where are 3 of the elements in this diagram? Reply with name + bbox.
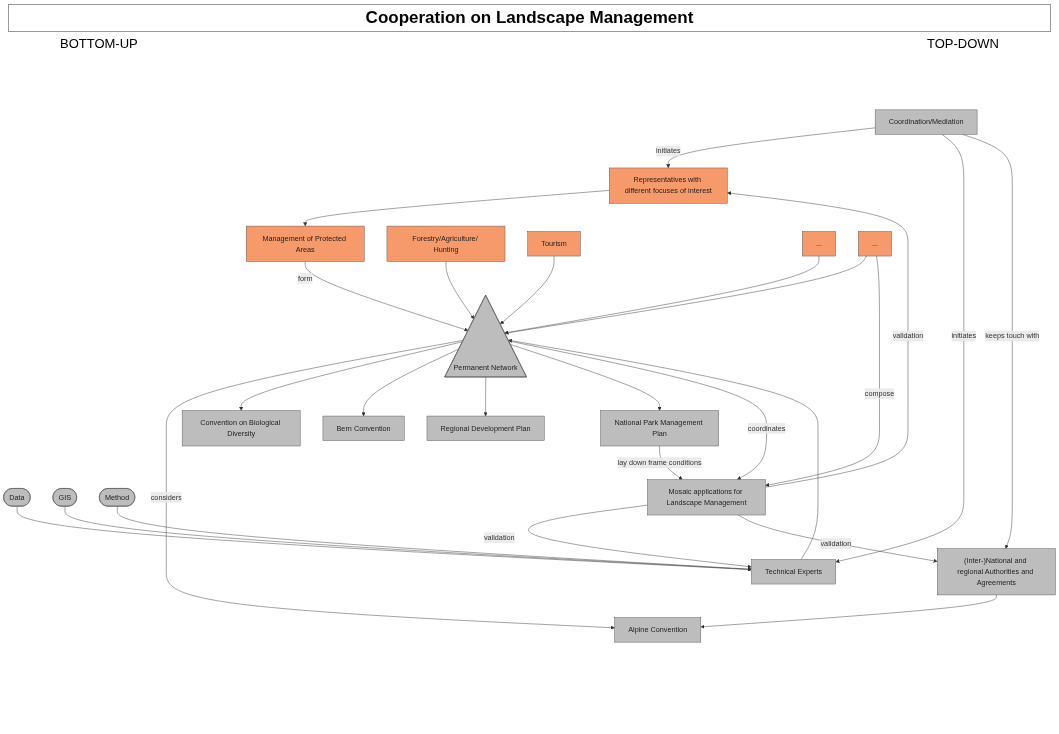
side-label: TOP-DOWN <box>927 36 999 51</box>
side-label: BOTTOM-UP <box>60 36 138 51</box>
diagram-title: Cooperation on Landscape Management <box>8 4 1051 32</box>
